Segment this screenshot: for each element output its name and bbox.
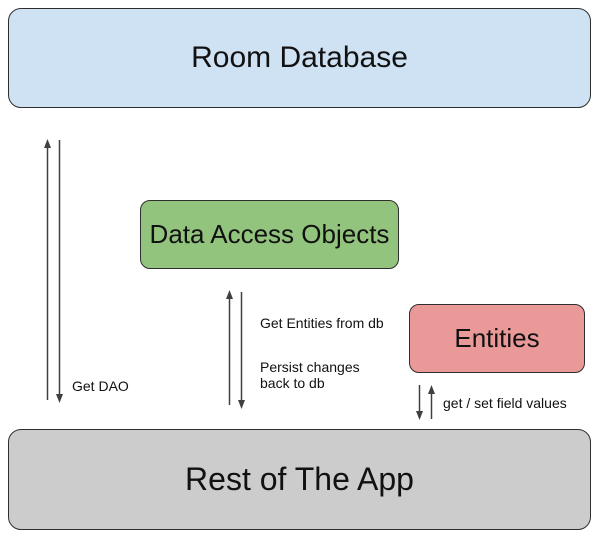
- arrow-down-to-rest-of-app-from-room: [56, 140, 63, 403]
- arrow-up-to-room-database: [44, 139, 51, 400]
- arrow-up-to-entities: [428, 385, 435, 419]
- box-data-access-objects: Data Access Objects: [140, 200, 399, 269]
- label-persist-changes-back-to-db: Persist changes back to db: [260, 359, 360, 391]
- arrow-down-to-rest-of-app-from-entities: [416, 385, 423, 420]
- box-room-database-label: Room Database: [191, 41, 408, 74]
- box-room-database: Room Database: [8, 8, 591, 108]
- label-get-entities-from-db: Get Entities from db: [260, 315, 384, 331]
- arrow-down-to-rest-of-app-from-dao: [238, 292, 245, 409]
- box-rest-of-the-app: Rest of The App: [8, 429, 591, 530]
- label-get-dao: Get DAO: [72, 378, 129, 394]
- box-rest-of-the-app-label: Rest of The App: [185, 461, 414, 497]
- label-get-set-field-values: get / set field values: [443, 395, 567, 411]
- box-data-access-objects-label: Data Access Objects: [149, 219, 390, 249]
- box-entities: Entities: [409, 304, 585, 373]
- box-entities-label: Entities: [454, 323, 540, 353]
- arrow-up-to-dao: [226, 290, 233, 405]
